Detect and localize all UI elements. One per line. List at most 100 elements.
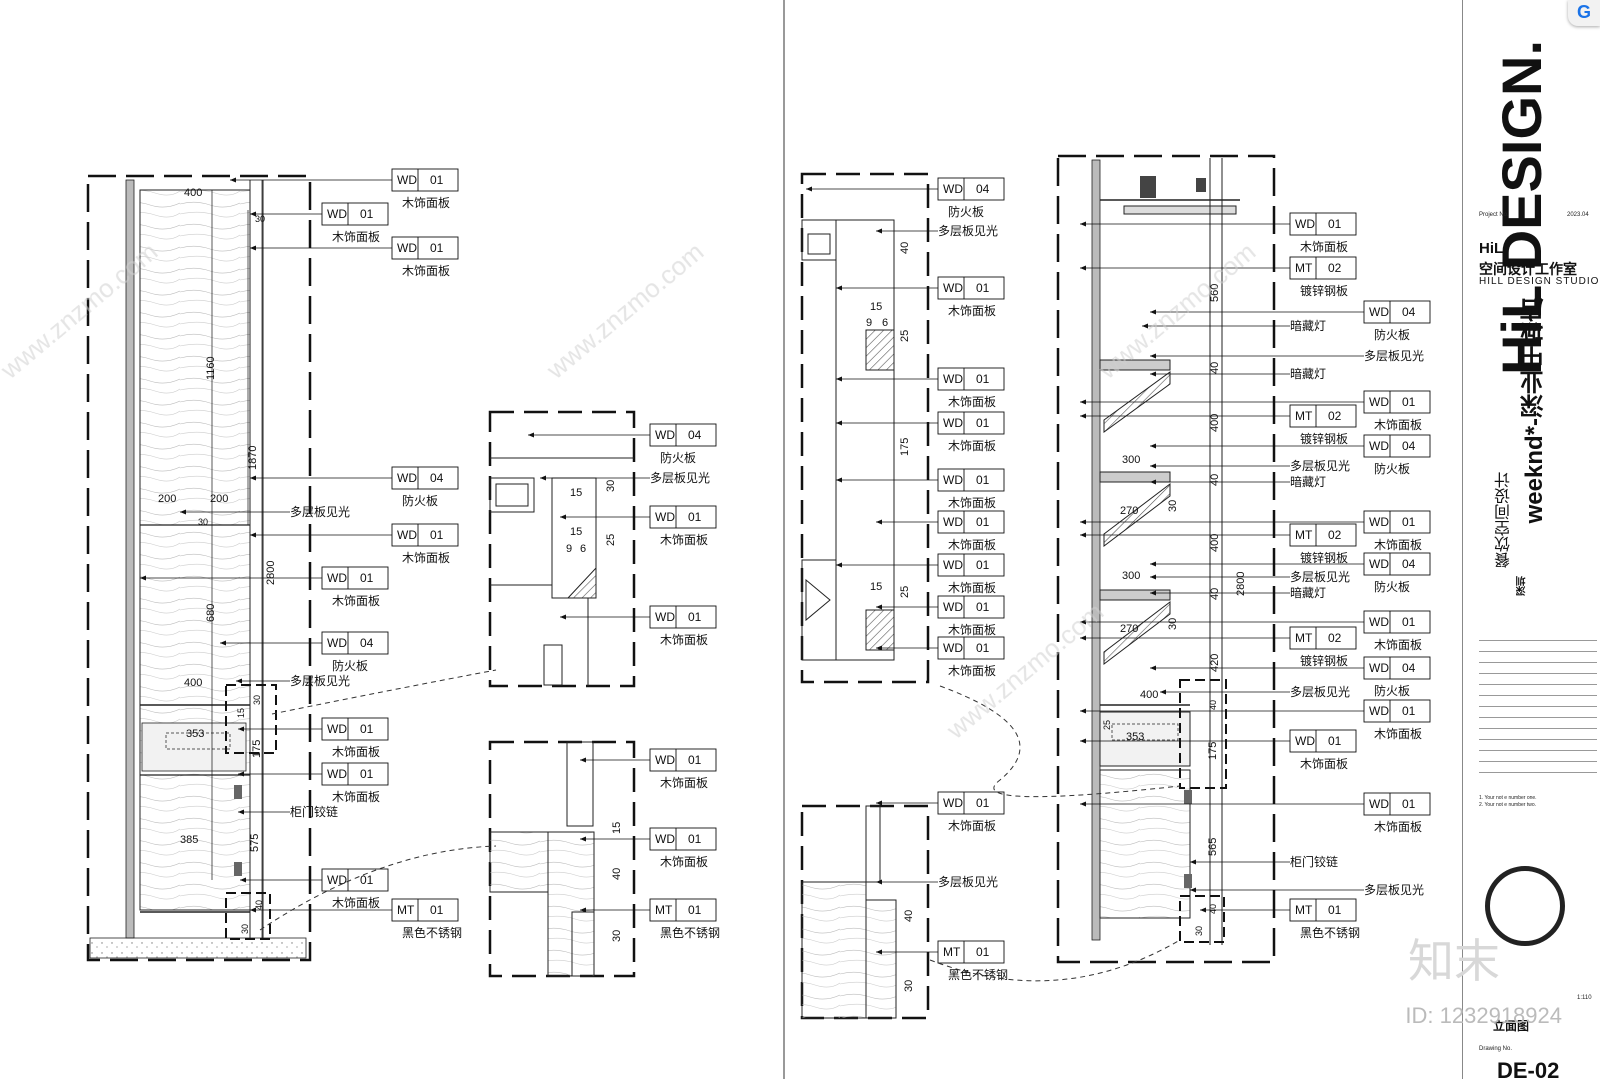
material-number: 04	[1402, 439, 1416, 453]
material-code: MT	[1295, 631, 1313, 645]
leader-arrow	[1150, 464, 1156, 469]
dim-label: 30	[605, 480, 617, 492]
material-code: WD	[943, 796, 963, 810]
dim-label: 680	[205, 604, 217, 622]
dim-label: 1870	[247, 446, 259, 470]
material-note: 木饰面板	[948, 581, 996, 595]
material-number: 01	[976, 945, 990, 959]
leader-arrow	[836, 377, 842, 382]
material-number: 01	[360, 207, 374, 221]
material-note: 木饰面板	[948, 395, 996, 409]
material-code: WD	[655, 510, 675, 524]
leader-arrow	[1150, 354, 1156, 359]
dim-label: 30	[1167, 500, 1179, 512]
material-callout: 多层板见光	[1150, 349, 1424, 363]
dim-label: 400	[184, 677, 202, 689]
material-note: 多层板见光	[1364, 349, 1424, 363]
notes-divider-lines	[1479, 630, 1597, 780]
material-code: WD	[1369, 797, 1389, 811]
dim-label: 25	[899, 586, 911, 598]
material-code: WD	[1369, 395, 1389, 409]
material-number: 01	[360, 767, 374, 781]
material-note: 防火板	[1374, 327, 1410, 342]
leader-arrow	[836, 421, 842, 426]
leader-arrow	[1160, 690, 1166, 695]
material-note: 暗藏灯	[1290, 474, 1326, 489]
dim-label: 40	[903, 910, 915, 922]
dim-label: 15	[870, 301, 882, 313]
note-line: 1. Your not e number one.	[1479, 795, 1537, 802]
dim-label: 40	[1208, 904, 1218, 914]
dim-label: 30	[255, 214, 265, 224]
dim-label: 9	[866, 317, 872, 329]
dim-label: 2800	[265, 561, 277, 585]
leader-arrow	[1080, 802, 1086, 807]
dim-label: 400	[184, 187, 202, 199]
studio-short-name: HiL	[1479, 240, 1503, 257]
leader-arrow	[250, 533, 256, 538]
material-number: 01	[976, 416, 990, 430]
material-note: 柜门铰链	[290, 804, 338, 819]
leader-arrow	[876, 605, 882, 610]
dim-label: 175	[251, 740, 263, 758]
material-number: 01	[430, 903, 444, 917]
material-number: 04	[360, 636, 374, 650]
dim-label: 575	[249, 834, 261, 852]
material-note: 木饰面板	[660, 533, 708, 547]
material-code: WD	[327, 571, 347, 585]
leader-arrow	[1150, 444, 1156, 449]
material-callout: 多层板见光	[236, 674, 350, 688]
material-number: 02	[1328, 409, 1342, 423]
dim-label: 30	[903, 980, 915, 992]
dim-label: 300	[1122, 570, 1140, 582]
leader-arrow	[1200, 908, 1206, 913]
material-code: WD	[397, 528, 417, 542]
drawing-no-label: Drawing No.	[1479, 1046, 1512, 1052]
dim-label: 25	[1102, 720, 1112, 730]
dim-label: 400	[1140, 689, 1158, 701]
material-callout: 柜门铰链	[238, 804, 338, 819]
material-note: 木饰面板	[1300, 757, 1348, 771]
material-number: 01	[360, 873, 374, 887]
material-code: WD	[397, 173, 417, 187]
dim-label: 420	[1209, 654, 1221, 672]
material-code: WD	[397, 241, 417, 255]
material-note: 木饰面板	[948, 538, 996, 552]
material-note: 木饰面板	[332, 230, 380, 244]
dim-label: 300	[1122, 454, 1140, 466]
material-code: WD	[943, 600, 963, 614]
leader-arrow	[1080, 533, 1086, 538]
material-note: 防火板	[402, 493, 438, 508]
dim-label: 200	[210, 493, 228, 505]
leader-arrow	[806, 187, 812, 192]
material-note: 防火板	[660, 450, 696, 465]
material-number: 01	[688, 753, 702, 767]
dim-label: 270	[1120, 623, 1138, 635]
dim-label: 40	[1208, 700, 1218, 710]
dim-label: 565	[1207, 838, 1219, 856]
material-note: 镀锌钢板	[1300, 284, 1348, 298]
leader-arrow	[250, 476, 256, 481]
material-note: 防火板	[948, 204, 984, 219]
dim-label: 15	[870, 581, 882, 593]
material-number: 04	[688, 428, 702, 442]
material-number: 02	[1328, 261, 1342, 275]
material-note: 多层板见光	[1364, 883, 1424, 897]
material-code: WD	[655, 610, 675, 624]
material-code: WD	[397, 471, 417, 485]
material-note: 镀锌钢板	[1300, 551, 1348, 565]
material-note: 木饰面板	[402, 196, 450, 210]
project-city: 深圳	[1515, 576, 1530, 596]
browser-extension-icon[interactable]: G	[1568, 0, 1600, 26]
watermark-id: ID: 1232918924	[1405, 1003, 1562, 1029]
material-number: 01	[1402, 704, 1416, 718]
material-number: 01	[430, 241, 444, 255]
watermark-brand: 知末	[1408, 925, 1500, 991]
dim-label: 40	[611, 868, 623, 880]
